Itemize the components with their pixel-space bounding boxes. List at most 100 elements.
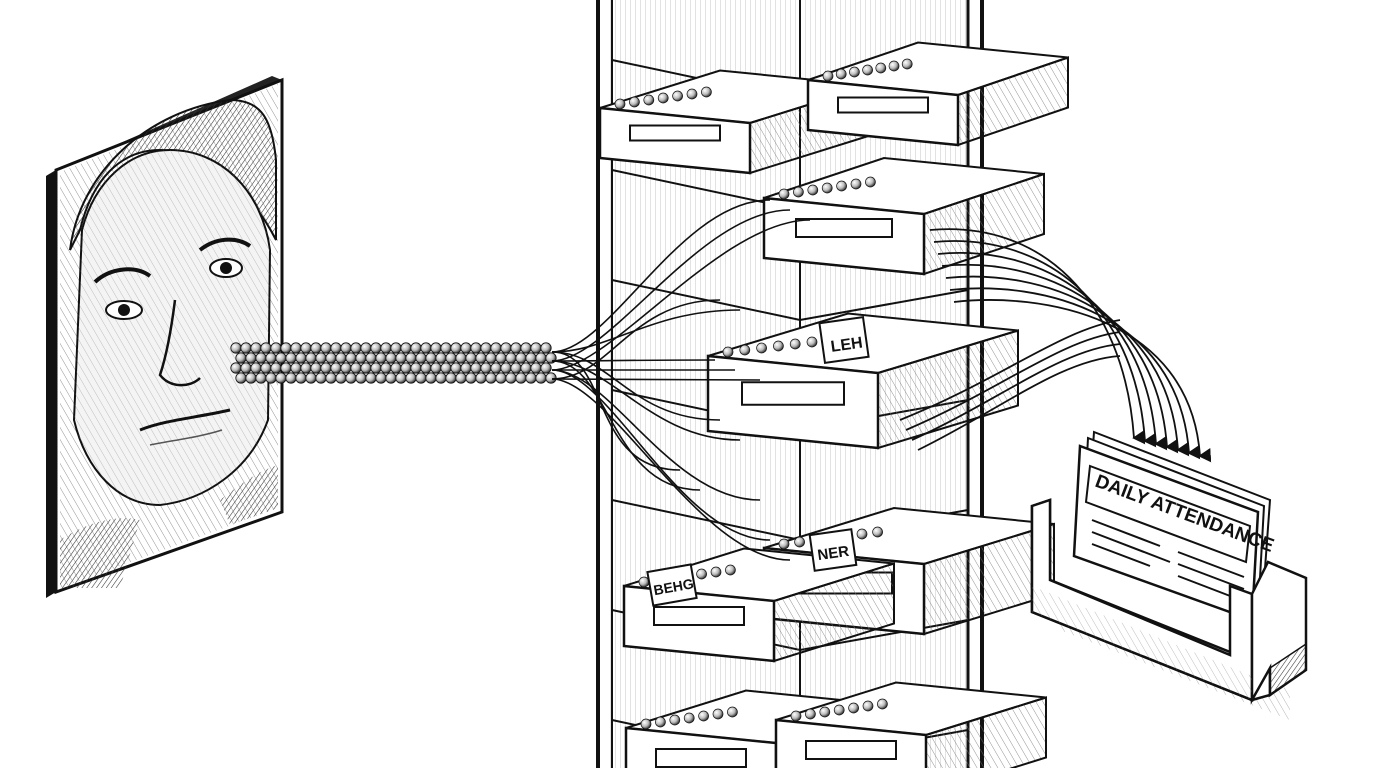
drawer-icon — [762, 156, 1045, 276]
bead — [325, 372, 337, 384]
bead-stream-icon — [230, 342, 557, 384]
bead — [410, 362, 422, 374]
bead — [255, 352, 267, 364]
bead — [400, 362, 412, 374]
bead — [530, 362, 542, 374]
bead — [505, 372, 517, 384]
bead — [335, 352, 347, 364]
bead — [230, 342, 242, 354]
fiber — [551, 359, 716, 362]
bead — [250, 342, 262, 354]
bead — [525, 372, 537, 384]
bead — [535, 352, 547, 364]
bead — [255, 372, 267, 384]
bead — [360, 342, 372, 354]
bead — [510, 362, 522, 374]
bead — [400, 342, 412, 354]
bead — [355, 352, 367, 364]
bead — [495, 352, 507, 364]
fiber — [551, 199, 771, 353]
bead — [425, 352, 437, 364]
bead — [440, 342, 452, 354]
bead — [430, 362, 442, 374]
bead — [465, 352, 477, 364]
drawer-label-top: LEH — [818, 316, 870, 364]
drawer-label-behg: BEHG — [652, 575, 695, 598]
bead — [295, 372, 307, 384]
bead — [420, 362, 432, 374]
bead — [470, 362, 482, 374]
arrow-fiber — [929, 228, 1146, 445]
bead — [460, 362, 472, 374]
bead — [485, 372, 497, 384]
drawer-label-middle: NER — [808, 528, 858, 572]
bead — [240, 342, 252, 354]
bead — [285, 352, 297, 364]
bead — [455, 372, 467, 384]
bead — [435, 372, 447, 384]
bead — [380, 362, 392, 374]
bead — [490, 362, 502, 374]
bead — [315, 372, 327, 384]
bead — [280, 342, 292, 354]
bead — [450, 362, 462, 374]
drawer-icon — [774, 681, 1047, 773]
bead — [235, 372, 247, 384]
bead — [245, 372, 257, 384]
bead — [435, 352, 447, 364]
bead — [385, 352, 397, 364]
bead — [345, 372, 357, 384]
bead — [245, 352, 257, 364]
bead — [270, 362, 282, 374]
fiber — [551, 369, 771, 541]
bead — [315, 352, 327, 364]
bead — [370, 342, 382, 354]
bead — [350, 362, 362, 374]
bead — [390, 362, 402, 374]
bead — [275, 372, 287, 384]
drawer-icon — [806, 41, 1069, 147]
bead — [365, 372, 377, 384]
bead — [340, 362, 352, 374]
bead — [310, 342, 322, 354]
fiber — [551, 378, 791, 561]
bead — [445, 372, 457, 384]
arrow-fiber — [937, 252, 1168, 451]
bead — [490, 342, 502, 354]
bead — [265, 352, 277, 364]
bead — [345, 352, 357, 364]
bead — [480, 362, 492, 374]
bead — [500, 362, 512, 374]
bead — [480, 342, 492, 354]
fiber — [551, 369, 761, 501]
bead — [465, 372, 477, 384]
bead — [375, 352, 387, 364]
arrow-fiber — [949, 287, 1201, 460]
bead — [280, 362, 292, 374]
bead — [420, 342, 432, 354]
arrow-fiber — [911, 343, 1121, 441]
bead — [325, 352, 337, 364]
drawer-label-leh: LEH — [830, 335, 864, 356]
bead — [230, 362, 242, 374]
bead — [405, 372, 417, 384]
bead — [295, 352, 307, 364]
bead — [340, 342, 352, 354]
bead — [355, 372, 367, 384]
bead — [300, 362, 312, 374]
bead — [290, 342, 302, 354]
bead — [330, 342, 342, 354]
bead — [520, 362, 532, 374]
bead — [335, 372, 347, 384]
bead — [535, 372, 547, 384]
bead — [415, 372, 427, 384]
arrow-fiber — [899, 319, 1121, 421]
bead — [440, 362, 452, 374]
arrow-fiber — [933, 240, 1157, 448]
fiber-bundle — [551, 199, 811, 561]
bead — [370, 362, 382, 374]
bead — [305, 352, 317, 364]
bead — [545, 372, 557, 384]
